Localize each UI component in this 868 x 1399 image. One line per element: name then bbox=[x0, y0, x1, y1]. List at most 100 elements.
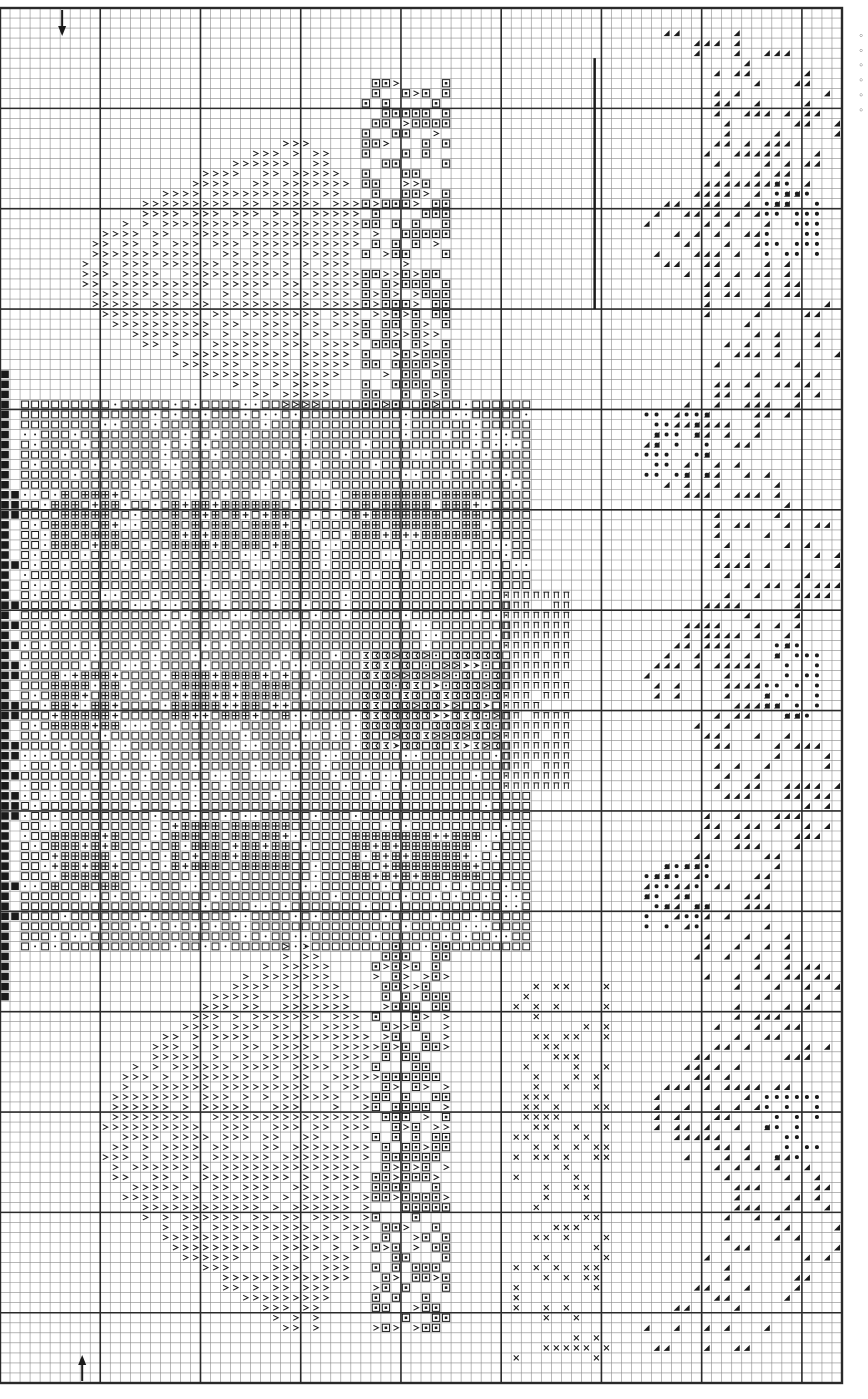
stitch-open-square bbox=[121, 530, 130, 539]
stitch-small-dot bbox=[435, 915, 438, 918]
stitch-caret bbox=[393, 291, 400, 297]
stitch-open-square bbox=[111, 801, 120, 810]
stitch-open-square bbox=[341, 761, 350, 770]
stitch-open-square bbox=[251, 440, 260, 449]
stitch-open-square bbox=[452, 420, 460, 429]
stitch-solid-square bbox=[1, 470, 9, 479]
stitch-open-square bbox=[522, 460, 531, 469]
stitch-open-square bbox=[502, 651, 511, 660]
stitch-open-square bbox=[161, 621, 170, 630]
stitch-open-square bbox=[211, 781, 220, 790]
stitch-square-in-square bbox=[441, 189, 451, 198]
stitch-open-square bbox=[291, 641, 300, 650]
stitch-small-dot bbox=[44, 704, 47, 707]
stitch-square-in-square bbox=[411, 189, 421, 198]
stitch-open-square bbox=[71, 400, 80, 409]
stitch-open-square bbox=[121, 440, 130, 449]
stitch-caret bbox=[202, 371, 210, 378]
stitch-caret bbox=[313, 391, 320, 398]
stitch-open-square bbox=[171, 681, 180, 690]
stitch-open-square bbox=[291, 852, 300, 861]
stitch-open-square bbox=[281, 591, 290, 600]
stitch-open-square bbox=[251, 601, 260, 610]
stitch-caret bbox=[162, 220, 170, 227]
stitch-caret bbox=[222, 371, 230, 378]
stitch-caret bbox=[292, 311, 300, 318]
stitch-open-square bbox=[71, 791, 80, 800]
stitch-open-square bbox=[171, 581, 180, 590]
stitch-open-square bbox=[131, 551, 140, 559]
stitch-open-square bbox=[341, 480, 350, 489]
stitch-open-square bbox=[452, 781, 460, 790]
stitch-small-dot bbox=[425, 664, 428, 667]
stitch-open-square bbox=[321, 741, 330, 750]
stitch-small-dot bbox=[515, 564, 518, 567]
stitch-small-dot bbox=[384, 774, 387, 777]
stitch-open-square bbox=[442, 641, 450, 650]
stitch-open-square bbox=[512, 832, 521, 840]
stitch-caret bbox=[232, 351, 240, 358]
stitch-square-in-square bbox=[411, 279, 421, 289]
stitch-caret bbox=[232, 281, 240, 287]
stitch-open-square bbox=[51, 510, 60, 519]
stitch-open-square bbox=[452, 801, 460, 810]
stitch-open-square bbox=[382, 410, 390, 419]
stitch-open-square bbox=[111, 641, 120, 650]
stitch-open-square bbox=[161, 801, 170, 810]
stitch-open-square bbox=[181, 621, 190, 630]
stitch-open-square bbox=[91, 822, 100, 830]
stitch-square-in-square bbox=[371, 390, 381, 399]
stitch-open-square bbox=[211, 520, 220, 529]
stitch-open-square bbox=[161, 420, 170, 429]
stitch-open-square bbox=[21, 601, 29, 610]
stitch-open-square bbox=[331, 591, 340, 600]
stitch-small-dot bbox=[64, 744, 67, 747]
stitch-open-square bbox=[311, 842, 320, 850]
stitch-small-dot bbox=[274, 413, 277, 416]
stitch-small-dot bbox=[194, 784, 197, 787]
stitch-caret bbox=[192, 331, 200, 338]
stitch-open-square bbox=[261, 651, 270, 660]
stitch-open-square bbox=[71, 771, 80, 780]
stitch-open-square bbox=[402, 480, 410, 489]
stitch-open-square bbox=[472, 761, 481, 770]
stitch-caret bbox=[172, 351, 180, 358]
stitch-open-square bbox=[221, 661, 230, 670]
stitch-open-square bbox=[432, 400, 440, 409]
stitch-small-dot bbox=[194, 654, 197, 657]
stitch-small-dot bbox=[154, 835, 157, 838]
stitch-caret bbox=[152, 281, 159, 287]
stitch-open-square bbox=[281, 561, 290, 569]
stitch-open-square bbox=[361, 591, 370, 600]
stitch-open-square bbox=[141, 701, 150, 710]
stitch-open-square bbox=[412, 500, 420, 509]
stitch-open-square bbox=[412, 561, 420, 569]
stitch-square-in-square bbox=[391, 199, 401, 208]
stitch-caret bbox=[323, 230, 330, 237]
stitch-open-square bbox=[251, 731, 260, 740]
stitch-open-square bbox=[281, 741, 290, 750]
stitch-open-square bbox=[41, 420, 50, 429]
stitch-open-square bbox=[201, 822, 210, 830]
stitch-small-dot bbox=[114, 855, 117, 858]
stitch-open-square bbox=[71, 410, 80, 419]
stitch-open-square bbox=[61, 500, 70, 509]
stitch-open-square bbox=[442, 761, 450, 770]
stitch-open-square bbox=[492, 400, 501, 409]
stitch-open-square bbox=[462, 520, 471, 529]
stitch-caret bbox=[303, 381, 310, 388]
stitch-open-square bbox=[51, 591, 60, 600]
stitch-open-square bbox=[311, 601, 320, 610]
stitch-open-square bbox=[21, 470, 29, 479]
stitch-open-square bbox=[151, 541, 160, 549]
stitch-small-dot bbox=[194, 885, 197, 888]
stitch-open-square bbox=[502, 571, 511, 579]
stitch-square-in-square bbox=[421, 390, 431, 399]
stitch-open-square bbox=[171, 842, 180, 850]
stitch-square-in-square bbox=[411, 320, 421, 329]
stitch-open-square bbox=[171, 591, 180, 600]
stitch-open-square bbox=[71, 581, 80, 590]
stitch-caret bbox=[192, 301, 200, 308]
stitch-small-dot bbox=[144, 885, 147, 888]
stitch-small-dot bbox=[224, 814, 227, 817]
